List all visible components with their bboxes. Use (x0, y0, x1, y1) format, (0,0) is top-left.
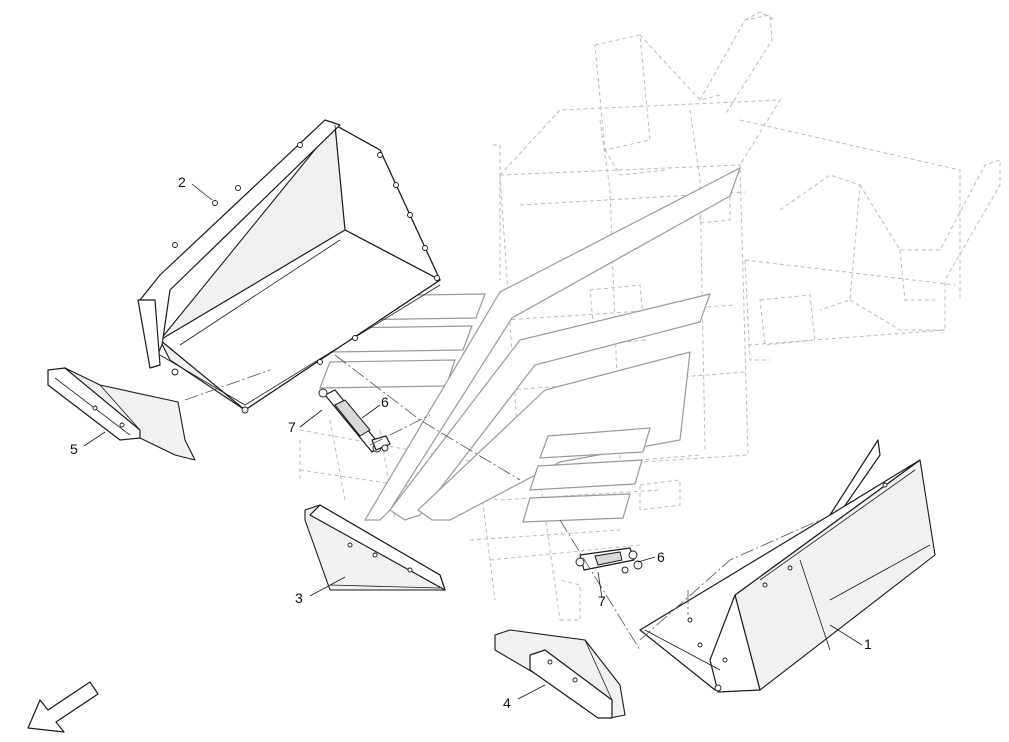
front-direction-arrow-icon (27, 681, 99, 733)
callout-part-3: 3 (295, 590, 303, 606)
part-6-pin-upper (371, 435, 391, 452)
part-1-right-guard (639, 439, 936, 693)
part-3-lower-shield (304, 504, 446, 591)
part-7-cylinder-upper (318, 388, 382, 453)
callout-part-1: 1 (864, 636, 872, 652)
callout-part-2: 2 (178, 174, 186, 190)
part-4-right-deflector (494, 629, 626, 719)
callout-part-4: 4 (503, 695, 511, 711)
part-5-left-deflector (47, 367, 196, 461)
part-7-cylinder-lower (575, 547, 638, 571)
callout-part-7-lower: 7 (598, 593, 606, 609)
leader-lines (83, 183, 863, 700)
part-2-upper-guard (137, 119, 441, 414)
part-6-pin-lower (621, 560, 643, 574)
callout-labels: 2 5 3 4 1 7 6 6 7 (70, 174, 872, 711)
callout-part-5: 5 (70, 441, 78, 457)
callout-part-6-lower: 6 (657, 549, 665, 565)
callout-part-6-upper: 6 (381, 394, 389, 410)
callout-part-7-upper: 7 (288, 419, 296, 435)
